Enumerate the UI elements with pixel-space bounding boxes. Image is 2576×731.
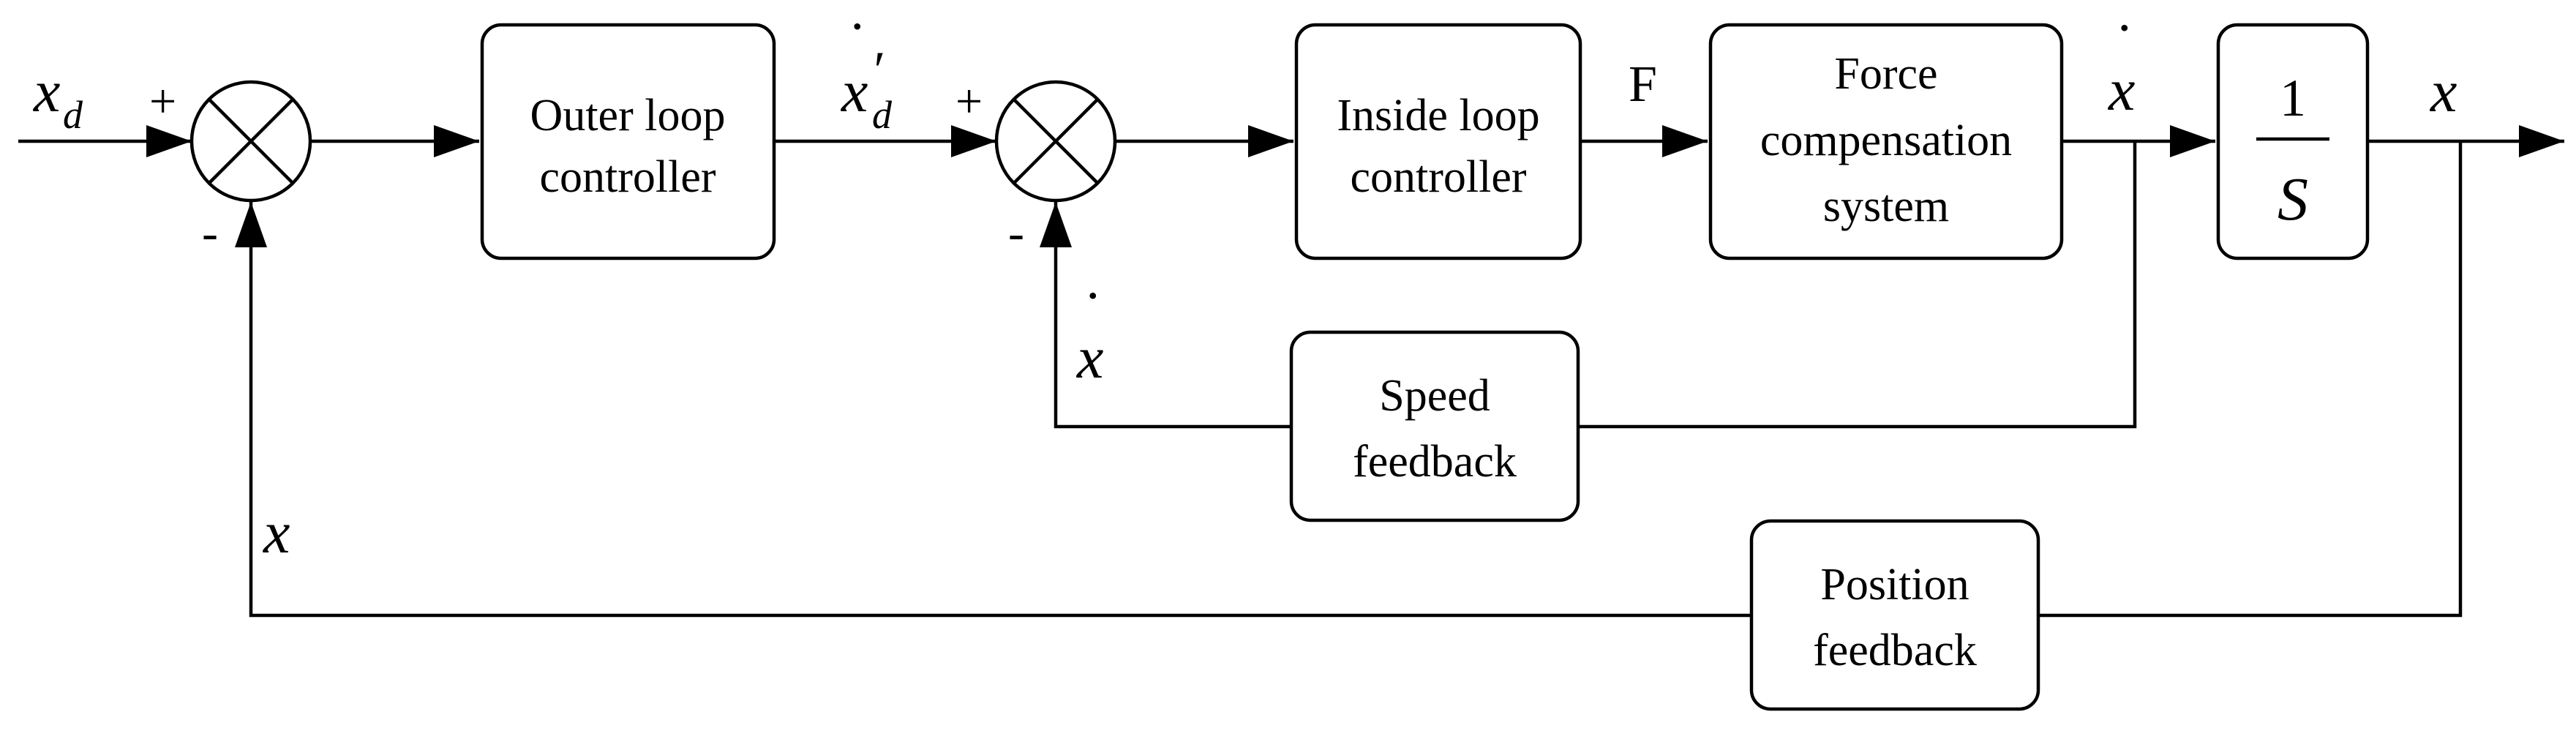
svg-text:′: ′ (871, 41, 883, 100)
force-comp-label-line2: compensation (1760, 116, 2012, 165)
sign-sum2-plus: + (955, 75, 983, 128)
svg-text:x: x (33, 58, 60, 124)
signal-position-feedback-x: x (263, 499, 290, 566)
arrowhead-outer-loop-in (434, 125, 479, 157)
wire-speed-feedback-return (1578, 141, 2137, 429)
arrowhead-force-comp-in (1662, 125, 1708, 157)
wire-speed-feedback-out (1054, 202, 1291, 429)
signal-force-F: F (1629, 56, 1657, 113)
arrowhead-sum2-in (951, 125, 996, 157)
signal-intermediate-xd-prime: ˙ x ′ d (841, 10, 893, 137)
arrowhead-output (2519, 125, 2564, 157)
arrowhead-integrator-in (2170, 125, 2215, 157)
outer-loop-label-line1: Outer loop (530, 91, 726, 140)
svg-text:d: d (63, 93, 83, 137)
position-feedback-label-line2: feedback (1813, 626, 1977, 675)
signal-velocity: ˙ x (2108, 11, 2135, 123)
sign-sum1-plus: + (149, 75, 176, 128)
svg-text:x: x (841, 58, 868, 124)
summing-junction-inner (994, 80, 1117, 203)
force-comp-label-line1: Force (1834, 49, 1937, 99)
integrator-numerator: 1 (2280, 69, 2306, 127)
signal-velocity-feedback: ˙ x (1076, 279, 1103, 391)
svg-text:˙: ˙ (1083, 279, 1103, 345)
svg-text:x: x (1076, 324, 1103, 391)
svg-text:˙: ˙ (2114, 11, 2134, 78)
position-feedback-block: Position feedback (1749, 519, 2040, 711)
inside-loop-label-line2: controller (1350, 152, 1526, 202)
arrowhead-inside-loop-in (1248, 125, 1293, 157)
speed-feedback-label-line2: feedback (1353, 437, 1517, 487)
inside-loop-label-line1: Inside loop (1337, 91, 1539, 140)
svg-text:˙: ˙ (847, 10, 867, 76)
svg-text:d: d (872, 93, 893, 137)
speed-feedback-label-line1: Speed (1379, 371, 1490, 421)
svg-text:x: x (2108, 56, 2135, 123)
signal-input-xd: x d (33, 58, 83, 137)
arrowhead-sum2-feedback (1040, 202, 1072, 247)
arrowhead-sum1-in (146, 125, 192, 157)
summing-junction-outer (189, 80, 312, 203)
force-compensation-block: Force compensation system (1708, 23, 2064, 260)
outer-loop-label-line2: controller (539, 152, 716, 202)
outer-loop-controller-block: Outer loop controller (480, 23, 776, 260)
wire-position-feedback-out (249, 202, 1751, 618)
position-feedback-label-line1: Position (1820, 560, 1969, 610)
wire-position-feedback-return (2038, 141, 2463, 618)
speed-feedback-block: Speed feedback (1289, 330, 1580, 522)
force-comp-label-line3: system (1823, 181, 1949, 231)
sign-sum2-minus: - (1008, 206, 1024, 260)
arrowhead-sum1-feedback (235, 202, 267, 247)
integrator-denominator: S (2278, 165, 2308, 233)
inside-loop-controller-block: Inside loop controller (1294, 23, 1582, 260)
integrator-block: 1 S (2216, 23, 2370, 260)
sign-sum1-minus: - (202, 206, 218, 260)
signal-output-x: x (2430, 58, 2457, 124)
